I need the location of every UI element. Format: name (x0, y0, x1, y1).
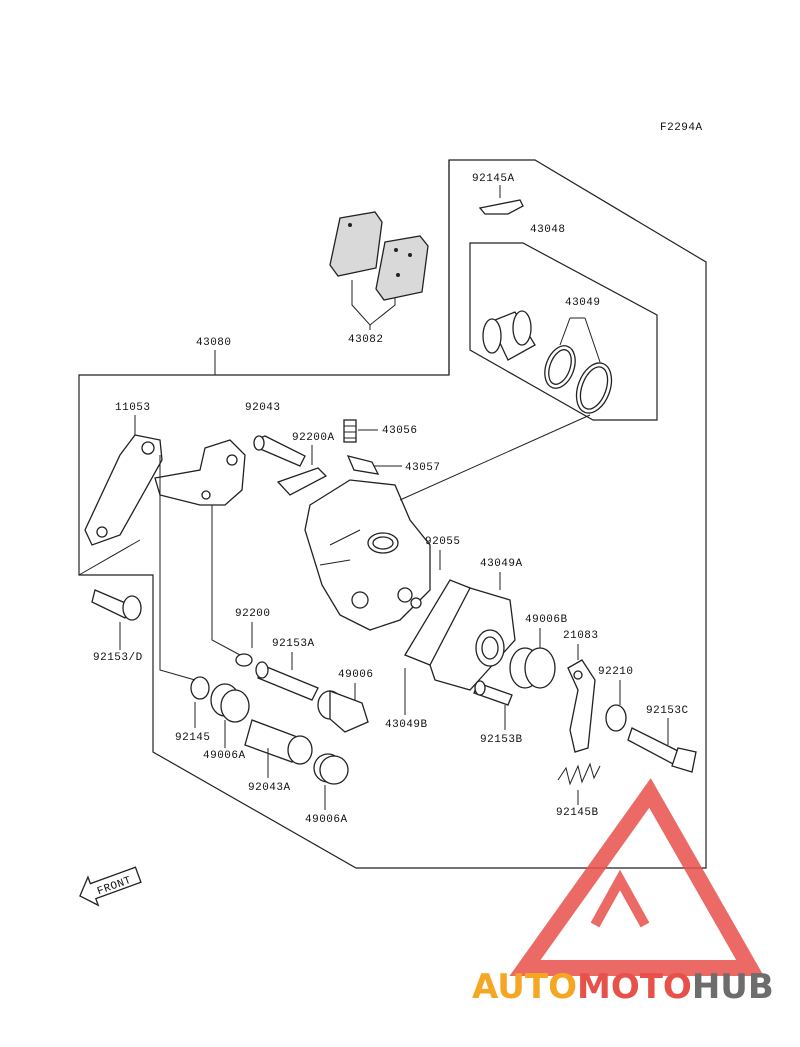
label-43080: 43080 (196, 337, 232, 349)
label-21083: 21083 (563, 630, 599, 642)
watermark-hub: HUB (692, 967, 774, 1007)
nut-92210 (605, 704, 627, 732)
label-92145: 92145 (175, 732, 211, 744)
watermark-moto: MOTO (577, 967, 692, 1007)
pin-92043A (244, 719, 313, 765)
bolt-92153A (255, 661, 319, 701)
piston-seal (544, 345, 576, 389)
piston-kit-frame-43048 (469, 242, 658, 421)
frame-cut-line (78, 539, 141, 576)
boot-49006 (317, 690, 369, 733)
label-92210: 92210 (598, 666, 634, 678)
leader-43049 (559, 317, 601, 363)
label-92145B: 92145B (556, 807, 599, 819)
label-49006A-upper: 49006A (203, 750, 246, 762)
label-49006: 49006 (338, 669, 374, 681)
label-92145A: 92145A (472, 173, 515, 185)
watermark-inner-mark (590, 869, 650, 928)
label-43048: 43048 (530, 224, 566, 236)
watermark-auto: AUTO (472, 967, 577, 1007)
o-ring-92055 (410, 597, 422, 609)
label-92055: 92055 (425, 536, 461, 548)
bolt-92153D (91, 589, 142, 621)
watermark-triangle (509, 778, 764, 976)
label-92043A: 92043A (248, 782, 291, 794)
label-92200: 92200 (235, 608, 271, 620)
washer-92200 (235, 653, 253, 667)
leader-43082 (351, 280, 396, 330)
label-92153C: 92153C (646, 705, 689, 717)
bolt-92153C (627, 727, 697, 773)
label-43049A: 43049A (480, 558, 523, 570)
guide-92145 (159, 455, 196, 681)
label-92200A: 92200A (292, 432, 335, 444)
label-43082: 43082 (348, 334, 384, 346)
washer-plate-92200A (276, 467, 328, 496)
label-92153D: 92153/D (93, 652, 143, 664)
label-92043: 92043 (245, 402, 281, 414)
label-92153A: 92153A (272, 638, 315, 650)
label-43049: 43049 (565, 297, 601, 309)
label-11053: 11053 (115, 402, 151, 414)
dust-seal (575, 362, 613, 414)
brake-pad-left (329, 211, 383, 277)
front-arrow-icon: FRONT (79, 866, 142, 907)
pad-spring-clip (478, 199, 524, 215)
bleeder-cap (346, 455, 380, 475)
label-43049B: 43049B (385, 719, 428, 731)
caliper-piston (482, 310, 536, 361)
bracket-pin-92043 (253, 435, 306, 467)
bolt-92153B (473, 680, 513, 706)
boot-49006B (509, 647, 556, 689)
guide-upper-body (399, 414, 591, 501)
diagram-code: F2294A (660, 122, 703, 134)
svg-text:AUTOMOTOHUB: AUTOMOTOHUB (472, 967, 774, 1007)
guide-92200 (211, 505, 241, 656)
label-43056: 43056 (382, 425, 418, 437)
bleeder-valve (343, 419, 357, 443)
brake-pad-right (375, 235, 429, 301)
spring-92145B (557, 762, 601, 786)
label-43057: 43057 (405, 462, 441, 474)
boot-49006A-upper (210, 683, 250, 723)
bracket-21083 (567, 659, 596, 753)
boot-49006A-lower (313, 753, 349, 785)
watermark-logo: AUTOMOTOHUB (472, 778, 774, 1007)
label-49006A-lower: 49006A (305, 814, 348, 826)
label-92153B: 92153B (480, 734, 523, 746)
caliper-gasket-43049B (404, 579, 471, 666)
caliper-body (304, 479, 431, 631)
washer-92145 (190, 676, 210, 700)
caliper-bracket (84, 434, 246, 546)
label-49006B: 49006B (525, 614, 568, 626)
